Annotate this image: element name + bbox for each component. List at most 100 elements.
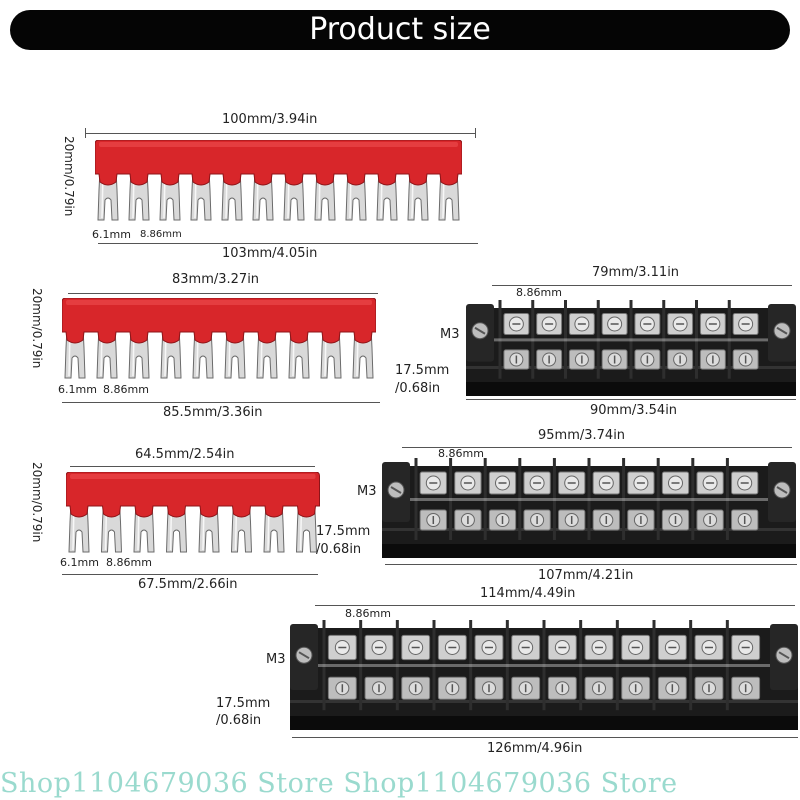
terminal-block-b [382, 458, 796, 558]
product-size-banner: Product size [10, 10, 790, 50]
terminal-screw [419, 471, 447, 495]
block-a-inner-length: 79mm/3.11in [592, 265, 680, 280]
banner-title: Product size [309, 12, 491, 47]
block-svg [466, 300, 796, 396]
terminal-screw [454, 471, 482, 495]
jumper-a-fork-width: 6.1mm [92, 228, 131, 241]
jumper-c-length-bottom: 67.5mm/2.66in [138, 577, 238, 592]
terminal-screw [634, 312, 661, 336]
red-insulation-bar [95, 140, 462, 186]
terminal-screw [401, 676, 431, 700]
terminal-block-c [290, 620, 798, 730]
jumper-bar-c [66, 472, 320, 554]
jumper-bar-a [95, 140, 462, 222]
terminal-screw [474, 634, 504, 661]
red-insulation-bar [66, 472, 320, 518]
terminal-screw [621, 634, 651, 661]
terminal-screw [661, 471, 690, 495]
block-c-inner-length: 114mm/4.49in [480, 586, 576, 601]
terminal-screw [601, 312, 628, 336]
block-b-outer-length: 107mm/4.21in [538, 568, 634, 583]
block-b-height-mm: 17.5mm [316, 524, 371, 539]
terminal-screw [667, 312, 694, 336]
terminal-screw [547, 634, 577, 661]
terminal-screw [731, 634, 761, 661]
terminal-screw [661, 509, 690, 531]
terminal-screw [503, 349, 530, 370]
terminal-screw [523, 471, 551, 495]
terminal-screw [627, 509, 655, 531]
terminal-screw [621, 676, 651, 700]
block-a-screw-size: M3 [440, 327, 460, 342]
terminal-screw [558, 509, 586, 531]
block-a-inner-dim-line [492, 285, 792, 286]
block-svg [382, 458, 796, 558]
terminal-screw [419, 509, 447, 531]
terminal-screw [657, 676, 687, 700]
terminal-screw [474, 676, 504, 700]
terminal-screw [454, 509, 482, 531]
terminal-screw [592, 471, 620, 495]
block-c-screw-size: M3 [266, 652, 286, 667]
jumper-a-top-dim-line [85, 133, 475, 134]
terminal-screw [401, 634, 431, 661]
terminal-screw [558, 471, 586, 495]
terminal-screw [694, 676, 724, 700]
block-c-height-mm: 17.5mm [216, 696, 271, 711]
terminal-screw [437, 634, 467, 661]
terminal-screw [699, 349, 726, 370]
terminal-screw [731, 509, 759, 531]
block-a-height-in: /0.68in [395, 381, 441, 396]
terminal-screw [503, 312, 530, 336]
block-a-outer-dim-line [466, 399, 796, 400]
jumper-svg [66, 472, 320, 553]
jumper-b-fork-width: 6.1mm [58, 383, 97, 396]
terminal-screw [731, 471, 759, 495]
jumper-c-height: 20mm/0.79in [30, 462, 44, 543]
jumper-a-height: 20mm/0.79in [62, 136, 76, 217]
jumper-b-length-bottom: 85.5mm/3.36in [163, 405, 263, 420]
terminal-screw [437, 676, 467, 700]
block-b-screw-size: M3 [357, 484, 377, 499]
jumper-c-length-top: 64.5mm/2.54in [135, 447, 235, 462]
terminal-screw [511, 676, 541, 700]
terminal-screw [364, 634, 394, 661]
terminal-screw [568, 312, 595, 336]
terminal-screw [536, 349, 563, 370]
terminal-screw [694, 634, 724, 661]
terminal-screw [699, 312, 726, 336]
terminal-screw [696, 509, 724, 531]
block-c-outer-length: 126mm/4.96in [487, 741, 583, 756]
terminal-screw [327, 676, 357, 700]
jumper-b-pitch: 8.86mm [103, 383, 149, 396]
terminal-screw [592, 509, 620, 531]
jumper-bar-b [62, 298, 376, 380]
block-c-outer-dim-line [292, 737, 798, 738]
block-svg [290, 620, 798, 730]
terminal-screw [732, 312, 759, 336]
block-b-inner-length: 95mm/3.74in [538, 428, 626, 443]
jumper-svg [95, 140, 462, 221]
jumper-a-bottom-dim-line [98, 243, 478, 244]
jumper-c-fork-width: 6.1mm [60, 556, 99, 569]
terminal-screw [731, 676, 761, 700]
terminal-screw [536, 312, 563, 336]
terminal-screw [523, 509, 551, 531]
jumper-b-bottom-dim-line [62, 402, 380, 403]
terminal-screw [364, 676, 394, 700]
jumper-a-pitch: 8.86mm [140, 229, 182, 240]
terminal-screw [667, 349, 694, 370]
block-b-height-in: /0.68in [316, 542, 362, 557]
terminal-screw [488, 471, 517, 495]
terminal-screw [696, 471, 724, 495]
terminal-screw [584, 676, 614, 700]
jumper-a-length-bottom: 103mm/4.05in [222, 246, 318, 261]
dim-tick [85, 128, 86, 138]
block-b-inner-dim-line [402, 447, 792, 448]
jumper-c-top-dim-line [70, 466, 315, 467]
terminal-screw [511, 634, 541, 661]
terminal-screw [488, 509, 517, 531]
block-c-inner-dim-line [315, 605, 795, 606]
terminal-screw [547, 676, 577, 700]
jumper-b-height: 20mm/0.79in [30, 288, 44, 369]
